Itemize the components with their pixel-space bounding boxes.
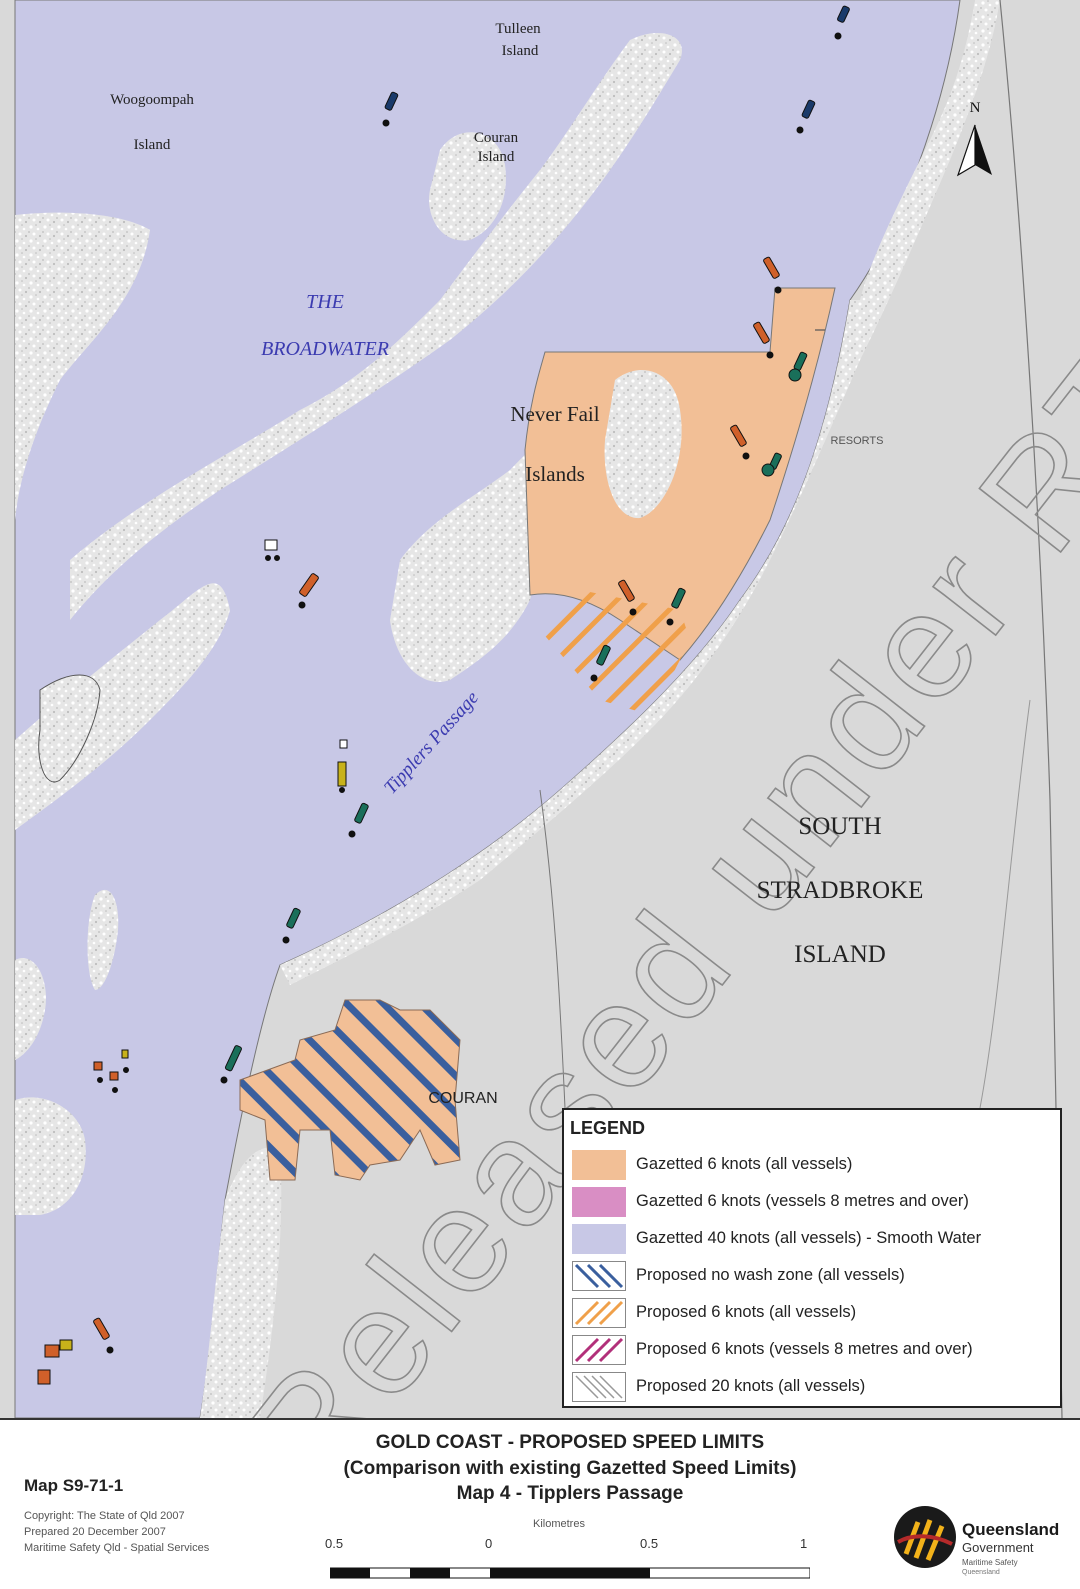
nav-marker-icon bbox=[761, 452, 782, 477]
north-arrow-icon: N bbox=[956, 100, 992, 177]
legend-item-proposed-6-8m: Proposed 6 knots (vessels 8 metres and o… bbox=[572, 1335, 1056, 1365]
legend-label: Proposed no wash zone (all vessels) bbox=[636, 1266, 905, 1284]
legend-label: Proposed 6 knots (all vessels) bbox=[636, 1303, 857, 1321]
nav-marker-icon bbox=[264, 539, 280, 561]
legend-swatch-pink bbox=[572, 1187, 626, 1217]
couran-sand-island bbox=[429, 132, 506, 241]
nav-marker-icon bbox=[93, 1317, 114, 1354]
map-subtitle: (Comparison with existing Gazetted Speed… bbox=[343, 1458, 797, 1479]
scale-title: Kilometres bbox=[533, 1518, 585, 1530]
map-title-block: Map S9-71-1 Copyright: The State of Qld … bbox=[0, 1418, 1080, 1589]
nav-marker-icon bbox=[348, 802, 369, 838]
map-number: Map S9-71-1 bbox=[24, 1476, 124, 1495]
nav-marker-icon bbox=[298, 573, 319, 609]
map-sheet-title: Map 4 - Tipplers Passage bbox=[456, 1483, 684, 1504]
legend-item-proposed-20: Proposed 20 knots (all vessels) bbox=[572, 1372, 1056, 1402]
legend-label: Gazetted 6 knots (all vessels) bbox=[636, 1155, 853, 1173]
road-line bbox=[979, 699, 1031, 1109]
central-peninsula-sand bbox=[390, 446, 545, 682]
small-sandbank-c bbox=[15, 958, 46, 1060]
legend-swatch-lavender bbox=[572, 1224, 626, 1254]
nav-marker-icon bbox=[282, 907, 301, 944]
nav-marker-icon bbox=[666, 587, 686, 626]
resorts-label: RESORTS bbox=[831, 435, 884, 447]
nav-marker-icon bbox=[730, 424, 750, 460]
gazetted-6-knots-zone bbox=[524, 287, 836, 661]
west-sandbank bbox=[15, 212, 150, 520]
small-sandbank-a bbox=[87, 889, 119, 990]
south-label: SOUTH bbox=[798, 813, 881, 840]
nav-marker-icon bbox=[618, 579, 637, 616]
credit-agency: Maritime Safety Qld - Spatial Services bbox=[24, 1542, 210, 1554]
credit-copyright: Copyright: The State of Qld 2007 bbox=[24, 1510, 185, 1522]
legend-item-proposed-6: Proposed 6 knots (all vessels) bbox=[572, 1298, 1056, 1328]
tulleen-island-label: Tulleen bbox=[495, 21, 541, 37]
legend-label: Proposed 6 knots (vessels 8 metres and o… bbox=[636, 1340, 973, 1358]
island-label: ISLAND bbox=[794, 941, 886, 968]
queensland-government-logo-icon bbox=[894, 1506, 956, 1568]
legend-item-gazetted-6-all: Gazetted 6 knots (all vessels) bbox=[572, 1150, 1056, 1180]
woogoompah-island-label: Woogoompah bbox=[110, 92, 194, 108]
the-broadwater-label-1: THE bbox=[306, 291, 344, 313]
never-fail-island-in-zone bbox=[604, 370, 682, 519]
logo-text-queensland: Queensland bbox=[962, 1520, 1060, 1539]
couran-island-label-2: Island bbox=[478, 149, 515, 165]
nav-marker-icon bbox=[37, 1339, 73, 1385]
credit-prepared: Prepared 20 December 2007 bbox=[24, 1526, 166, 1538]
nav-marker-icon bbox=[382, 91, 399, 127]
nav-marker-icon bbox=[93, 1049, 129, 1093]
nav-marker-icon bbox=[763, 256, 782, 294]
logo-text-agency-2: Queensland bbox=[962, 1569, 1000, 1576]
legend-item-no-wash: Proposed no wash zone (all vessels) bbox=[572, 1261, 1056, 1291]
legend-swatch-hatch-grey bbox=[572, 1372, 626, 1402]
never-fail-label: Never Fail bbox=[510, 402, 599, 426]
nav-marker-icon bbox=[337, 739, 348, 793]
nav-marker-icon bbox=[796, 99, 816, 134]
nav-marker-icon bbox=[834, 5, 850, 40]
couran-label: COURAN bbox=[428, 1090, 497, 1107]
inner-sandbank bbox=[38, 674, 101, 783]
map-legend: LEGEND Gazetted 6 knots (all vessels) Ga… bbox=[562, 1108, 1062, 1408]
island-boundary bbox=[539, 789, 566, 1109]
nav-marker-icon bbox=[753, 321, 774, 359]
nav-marker-icon bbox=[590, 644, 611, 682]
scale-tick-label: 1 bbox=[800, 1536, 808, 1551]
legend-label: Gazetted 40 knots (all vessels) - Smooth… bbox=[636, 1229, 982, 1247]
logo-text-government: Government bbox=[962, 1540, 1034, 1555]
proposed-6-knots-zone bbox=[540, 590, 690, 715]
nav-marker-icon bbox=[788, 351, 808, 382]
logo-text-agency: Maritime Safety bbox=[962, 1558, 1018, 1567]
legend-item-gazetted-6-8m: Gazetted 6 knots (vessels 8 metres and o… bbox=[572, 1187, 1056, 1217]
legend-swatch-hatch-blue bbox=[572, 1261, 626, 1291]
woogoompah-island-label-2: Island bbox=[134, 137, 171, 153]
the-broadwater-label-2: BROADWATER bbox=[261, 338, 389, 360]
couran-island-label: Couran bbox=[474, 130, 519, 146]
long-central-sandbank bbox=[70, 32, 682, 621]
tulleen-island-label-2: Island bbox=[502, 43, 539, 59]
svg-text:N: N bbox=[970, 100, 981, 116]
scale-tick-label: 0.5 bbox=[325, 1536, 344, 1551]
legend-title: LEGEND bbox=[570, 1118, 646, 1138]
map-title: GOLD COAST - PROPOSED SPEED LIMITS bbox=[375, 1432, 765, 1453]
scale-tick-label: 0.5 bbox=[640, 1536, 659, 1551]
legend-swatch-hatch-magenta bbox=[572, 1335, 626, 1365]
scale-bar bbox=[330, 1567, 810, 1579]
couran-south-sand bbox=[200, 1147, 282, 1418]
legend-label: Gazetted 6 knots (vessels 8 metres and o… bbox=[636, 1192, 969, 1210]
scale-tick-label: 0 bbox=[485, 1536, 493, 1551]
legend-item-gazetted-40: Gazetted 40 knots (all vessels) - Smooth… bbox=[572, 1224, 1056, 1254]
legend-swatch-orange bbox=[572, 1150, 626, 1180]
stradbroke-label: STRADBROKE bbox=[757, 877, 924, 904]
legend-swatch-hatch-orange bbox=[572, 1298, 626, 1328]
proposed-no-wash-zone bbox=[239, 999, 461, 1181]
islands-label: Islands bbox=[525, 462, 585, 486]
small-sandbank-b bbox=[15, 1097, 86, 1215]
nav-markers bbox=[37, 5, 850, 1385]
legend-label: Proposed 20 knots (all vessels) bbox=[636, 1377, 866, 1395]
nav-marker-icon bbox=[220, 1045, 242, 1084]
